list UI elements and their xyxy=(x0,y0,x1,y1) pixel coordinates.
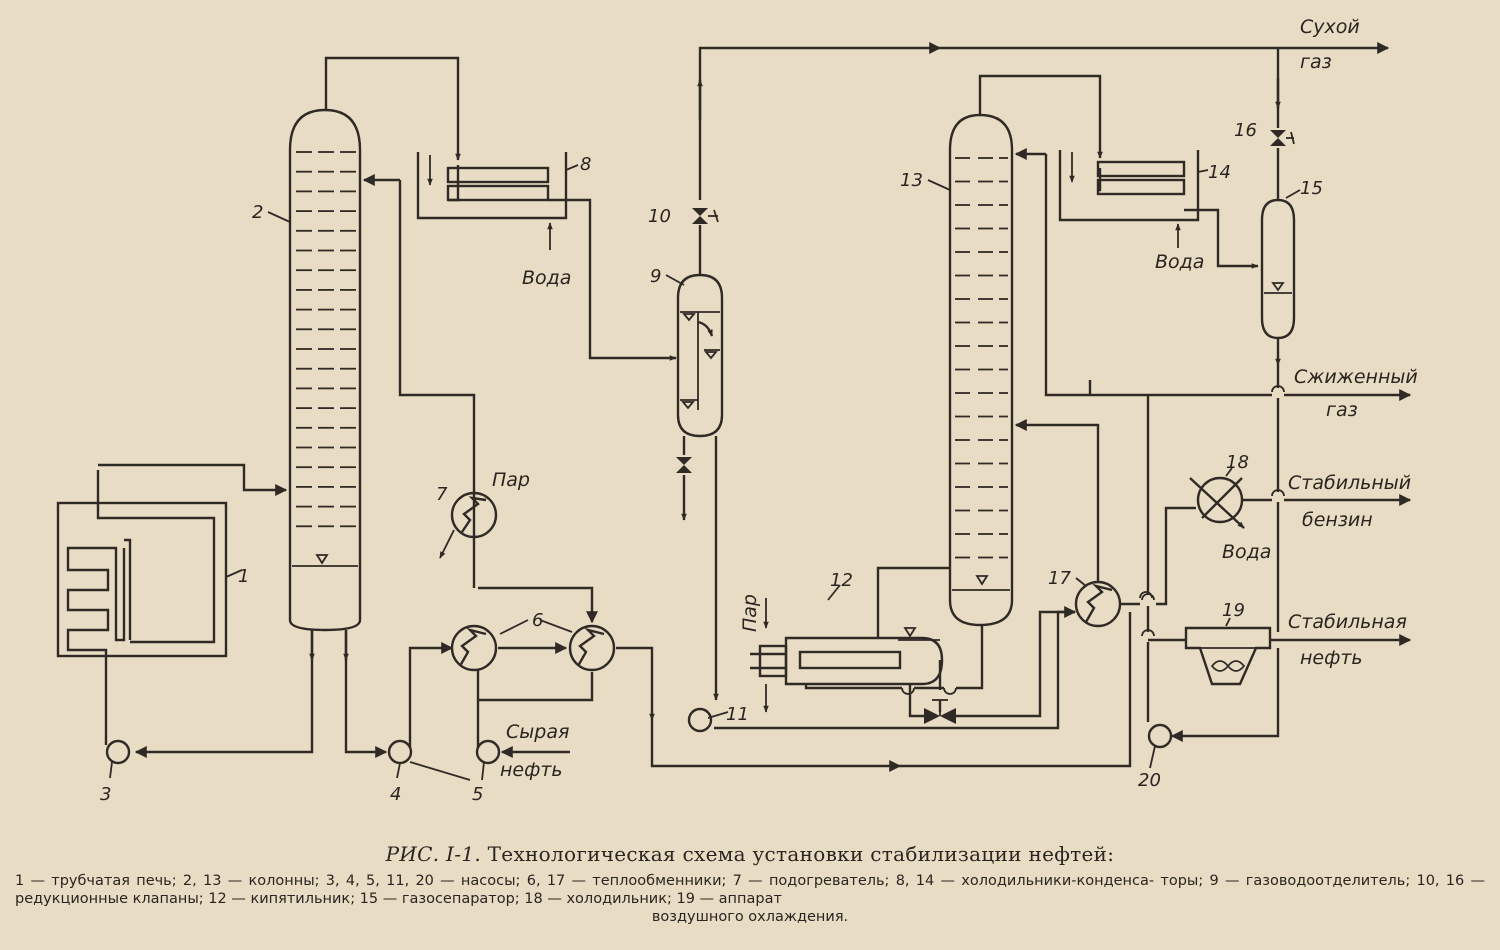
stable-oil-label-2: нефть xyxy=(1300,647,1363,669)
air-cooler-19 xyxy=(1184,617,1272,686)
crude-oil-label: Сырая xyxy=(506,721,569,743)
figure-title: Технологическая схема установки стабилиз… xyxy=(487,842,1115,866)
label-6: 6 xyxy=(532,610,543,631)
label-9: 9 xyxy=(650,266,661,287)
gas-separator-15 xyxy=(1260,189,1301,340)
label-7: 7 xyxy=(436,484,448,505)
label-15: 15 xyxy=(1300,178,1323,199)
label-16: 16 xyxy=(1234,120,1257,141)
label-8: 8 xyxy=(580,154,591,175)
water-label-18: Вода xyxy=(1222,541,1271,563)
process-flow-diagram: Сухой газ Сжиженный газ Стабильный бензи… xyxy=(56,16,1418,805)
label-11: 11 xyxy=(726,704,749,725)
reduction-valve-16 xyxy=(1270,130,1295,146)
legend-line-2: торы; 9 — газоводоотделитель; 10, 16 — р… xyxy=(15,873,1486,907)
stable-gasoline-label: Стабильный xyxy=(1288,472,1411,494)
dry-gas-label: Сухой xyxy=(1300,16,1360,38)
water-label-8: Вода xyxy=(522,267,571,289)
stable-oil-label: Стабильная xyxy=(1288,611,1407,633)
label-2: 2 xyxy=(252,202,263,223)
cooler-18 xyxy=(1189,467,1245,529)
column-13 xyxy=(927,113,1014,627)
label-18: 18 xyxy=(1226,452,1249,473)
stable-gasoline-label-2: бензин xyxy=(1302,509,1373,531)
steam-label-12: Пар xyxy=(739,594,761,632)
tube-furnace-1 xyxy=(56,463,288,745)
label-13: 13 xyxy=(900,170,923,191)
gas-water-separator-9 xyxy=(665,273,724,438)
dry-gas-label-2: газ xyxy=(1300,51,1332,73)
pump-20 xyxy=(1147,723,1173,769)
water-label-14: Вода xyxy=(1155,251,1204,273)
figure-number: РИС. I-1. xyxy=(385,842,481,866)
label-5: 5 xyxy=(472,784,483,805)
pump-5 xyxy=(475,670,570,781)
label-12: 12 xyxy=(830,570,853,591)
label-20: 20 xyxy=(1138,770,1161,791)
crude-oil-label-2: нефть xyxy=(500,759,563,781)
pump-3 xyxy=(105,739,131,779)
legend-line-3: воздушного охлаждения. xyxy=(651,909,849,925)
legend-line-1: 1 — трубчатая печь; 2, 13 — колонны; 3, … xyxy=(15,873,1155,889)
figure-caption: РИС. I-1. Технологическая схема установк… xyxy=(15,842,1485,866)
condenser-14 xyxy=(1058,150,1209,248)
steam-label-7: Пар xyxy=(492,469,530,491)
reboiler-12 xyxy=(750,584,944,713)
liquefied-gas-label: Сжиженный xyxy=(1294,366,1418,388)
label-3: 3 xyxy=(100,784,111,805)
label-4: 4 xyxy=(390,784,401,805)
reduction-valve-10 xyxy=(692,208,719,224)
pump-4 xyxy=(387,642,454,779)
heat-exchanger-17 xyxy=(1074,577,1122,628)
label-1: 1 xyxy=(238,566,249,587)
figure-legend: 1 — трубчатая печь; 2, 13 — колонны; 3, … xyxy=(15,872,1485,926)
heat-exchanger-6 xyxy=(450,586,1132,772)
label-14: 14 xyxy=(1208,162,1231,183)
label-10: 10 xyxy=(648,206,671,227)
level-valve xyxy=(924,699,956,724)
condenser-8 xyxy=(416,152,579,250)
label-19: 19 xyxy=(1222,600,1245,621)
label-17: 17 xyxy=(1048,568,1071,589)
column-2 xyxy=(267,108,362,632)
heater-7 xyxy=(439,491,498,559)
liquefied-gas-label-2: газ xyxy=(1326,399,1358,421)
